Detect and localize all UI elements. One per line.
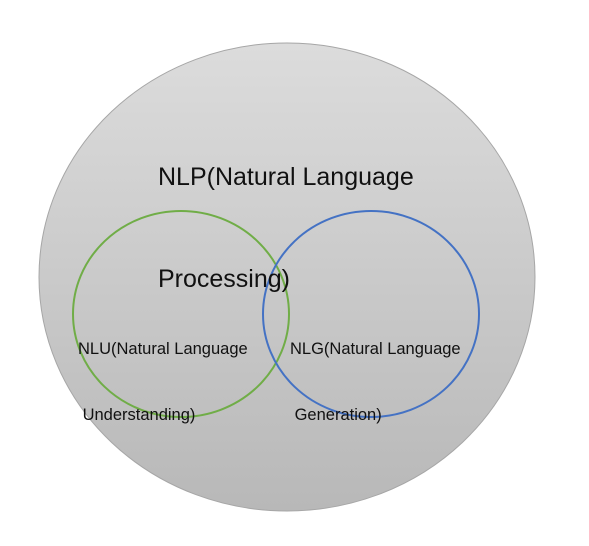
nlp-label-line2: Processing): [158, 265, 290, 293]
nlp-label-line1: NLP(Natural Language: [158, 163, 414, 191]
nlp-label: NLP(Natural Language Processing): [158, 92, 414, 330]
nlg-label-line2: Generation): [290, 406, 382, 424]
nlu-label-line1: NLU(Natural Language: [78, 340, 248, 358]
nlg-label-line1: NLG(Natural Language: [290, 340, 461, 358]
nlu-label-line2: Understanding): [78, 406, 196, 424]
nlg-label: NLG(Natural Language Generation): [290, 294, 461, 448]
nlu-label: NLU(Natural Language Understanding): [78, 294, 248, 448]
nlg-circle: [262, 210, 480, 418]
nlu-circle: [72, 210, 290, 418]
nlp-outer-circle: [38, 42, 536, 512]
